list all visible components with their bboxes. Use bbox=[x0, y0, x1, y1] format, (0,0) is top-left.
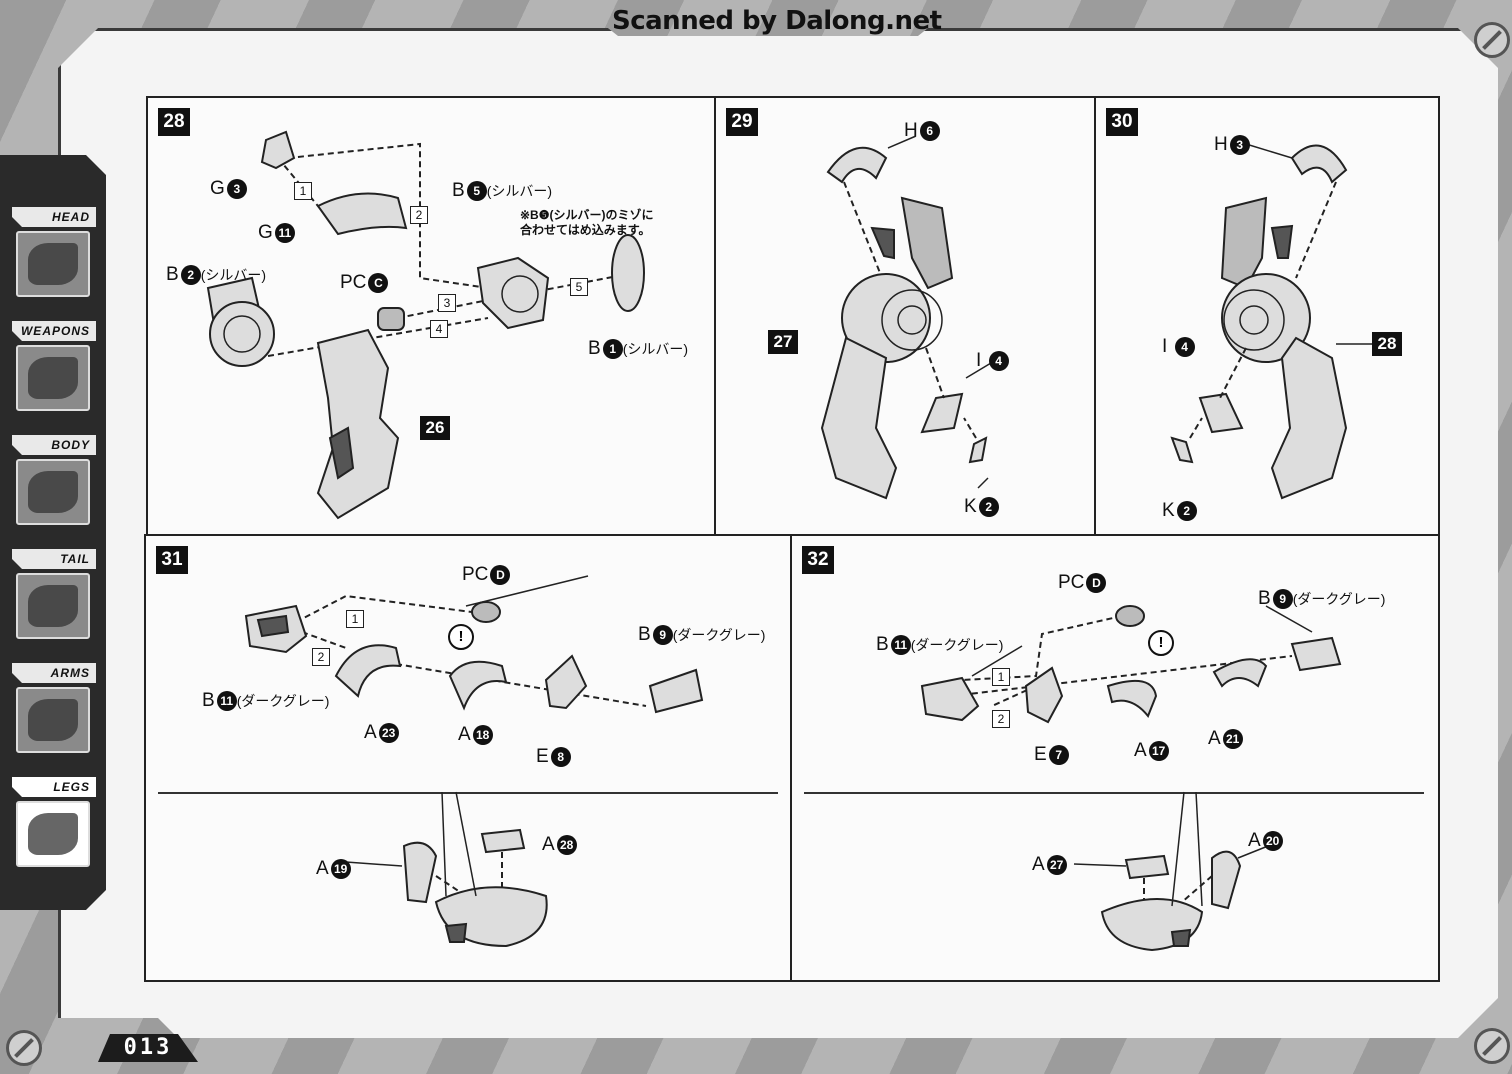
step-number: 32 bbox=[802, 546, 834, 574]
body-thumbnail-icon bbox=[16, 459, 90, 525]
screw-icon bbox=[1474, 22, 1510, 58]
tail-thumbnail-icon bbox=[16, 573, 90, 639]
order-marker: 5 bbox=[570, 278, 588, 296]
weapons-thumbnail-icon bbox=[16, 345, 90, 411]
head-thumbnail-icon bbox=[16, 231, 90, 297]
step-31-diagram bbox=[244, 575, 704, 948]
order-marker: 1 bbox=[294, 182, 312, 200]
assembly-note: ※B❺(シルバー)のミゾに合わせてはめ込みます。 bbox=[520, 208, 654, 237]
screw-icon bbox=[1474, 1028, 1510, 1064]
arms-thumbnail-icon bbox=[16, 687, 90, 753]
nav-item-body[interactable]: BODY bbox=[12, 435, 96, 525]
subassembly-ref: 26 bbox=[420, 416, 450, 440]
nav-label: WEAPONS bbox=[12, 321, 96, 341]
nav-label: LEGS bbox=[12, 777, 96, 797]
order-marker: 3 bbox=[438, 294, 456, 312]
nav-label: HEAD bbox=[12, 207, 96, 227]
order-marker: 4 bbox=[430, 320, 448, 338]
order-marker: 1 bbox=[346, 610, 364, 628]
watermark: Scanned by Dalong.net bbox=[612, 6, 942, 36]
part-label-i4: I 4 bbox=[976, 350, 1009, 372]
nav-item-head[interactable]: HEAD bbox=[12, 207, 96, 297]
step-number: 31 bbox=[156, 546, 188, 574]
legs-thumbnail-icon bbox=[16, 801, 90, 867]
warning-icon: ! bbox=[448, 624, 474, 650]
warning-icon: ! bbox=[1148, 630, 1174, 656]
step-29-diagram bbox=[820, 135, 997, 500]
subassembly-ref: 27 bbox=[768, 330, 798, 354]
subassembly-ref: 28 bbox=[1372, 332, 1402, 356]
order-marker: 1 bbox=[992, 668, 1010, 686]
nav-label: ARMS bbox=[12, 663, 96, 683]
order-marker: 2 bbox=[410, 206, 428, 224]
nav-item-tail[interactable]: TAIL bbox=[12, 549, 96, 639]
nav-item-legs[interactable]: LEGS bbox=[12, 777, 96, 867]
step-number: 28 bbox=[158, 108, 190, 136]
order-marker: 2 bbox=[992, 710, 1010, 728]
screw-icon bbox=[6, 1030, 42, 1066]
nav-label: TAIL bbox=[12, 549, 96, 569]
divider bbox=[804, 792, 1424, 794]
nav-label: BODY bbox=[12, 435, 96, 455]
order-marker: 2 bbox=[312, 648, 330, 666]
divider bbox=[158, 792, 778, 794]
part-label-i4: I 4 bbox=[1162, 336, 1195, 358]
step-number: 30 bbox=[1106, 108, 1138, 136]
step-number: 29 bbox=[726, 108, 758, 136]
step-30-diagram bbox=[1170, 143, 1378, 500]
step-28-diagram bbox=[206, 130, 645, 520]
nav-item-weapons[interactable]: WEAPONS bbox=[12, 321, 96, 411]
nav-item-arms[interactable]: ARMS bbox=[12, 663, 96, 753]
